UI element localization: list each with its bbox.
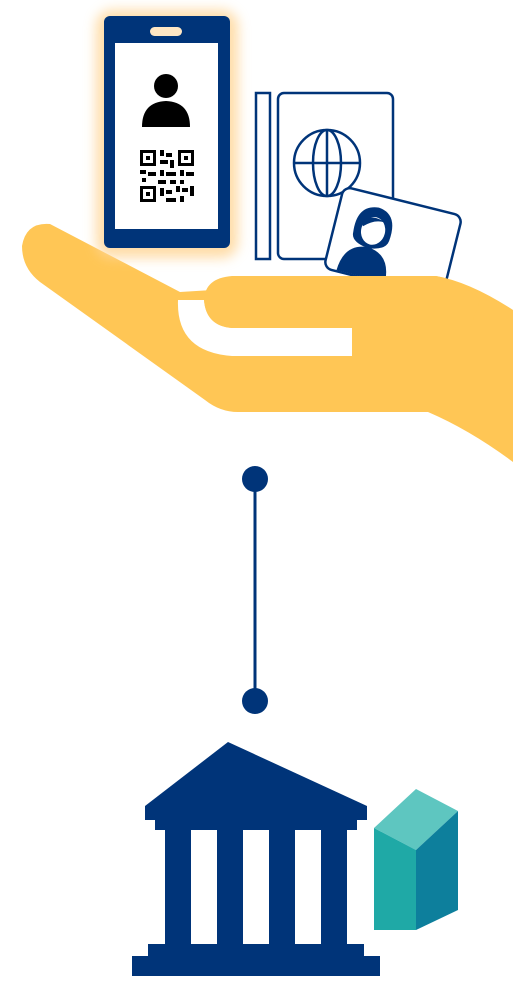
globe-icon [294, 130, 360, 196]
vertical-connector [242, 466, 268, 714]
qr-code-icon [140, 150, 194, 202]
teal-logo-icon [374, 789, 458, 930]
mobile-wallet-phone [96, 10, 238, 258]
connector-bottom-dot-icon [242, 688, 268, 714]
government-building-icon [132, 742, 380, 976]
connector-top-dot-icon [242, 466, 268, 492]
